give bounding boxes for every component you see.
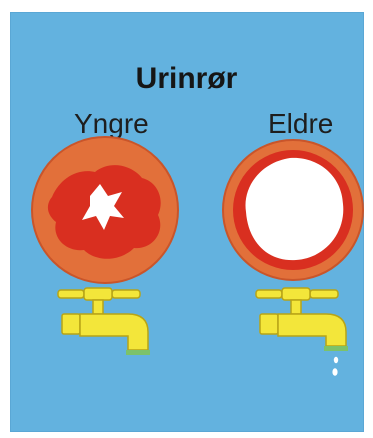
wide-urethra-cross-section-icon (223, 140, 363, 280)
water-drip-icon (332, 357, 338, 376)
narrow-urethra-cross-section-icon (32, 137, 178, 283)
faucet-right-icon (256, 288, 348, 351)
faucet-left-icon (58, 288, 150, 355)
